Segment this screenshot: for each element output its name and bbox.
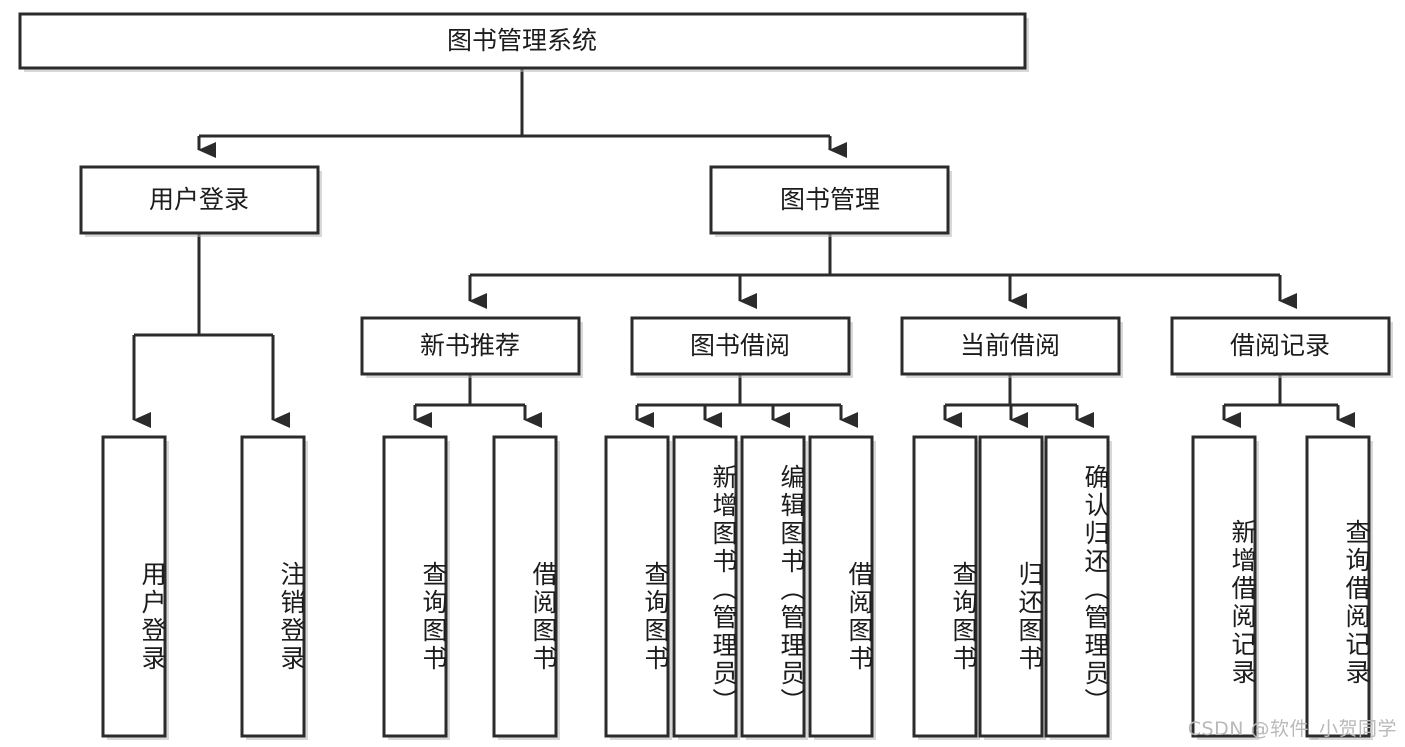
leaf-rect-nb-borrow[interactable]: [492, 435, 558, 738]
node-book-management-label: 图书管理: [780, 185, 880, 214]
node-book-borrow[interactable]: 图书借阅: [630, 316, 853, 378]
csdn-watermark: CSDN @软件_小贺同学: [1187, 718, 1397, 740]
connector-bookmanage-to-level3: [468, 233, 1297, 309]
node-new-book-recommend-label: 新书推荐: [420, 331, 520, 360]
leaf-rect-rec-add[interactable]: [1191, 435, 1257, 738]
leaf-rect-bb-add[interactable]: [672, 435, 738, 738]
connector-root-to-level2: [197, 68, 847, 158]
leaf-rect-cb-query[interactable]: [912, 435, 978, 738]
connector-bookborrow-to-leaves: [635, 374, 858, 428]
node-user-login-label: 用户登录: [149, 185, 249, 214]
node-borrow-record-label: 借阅记录: [1230, 331, 1330, 360]
connector-borrowrecord-to-leaves: [1222, 374, 1355, 428]
connector-newbook-to-leaves: [413, 374, 542, 428]
leaf-rect-nb-query[interactable]: [382, 435, 448, 738]
node-new-book-recommend[interactable]: 新书推荐: [360, 316, 583, 378]
leaf-rect-bb-query[interactable]: [604, 435, 670, 738]
node-root[interactable]: 图书管理系统: [18, 12, 1029, 72]
leaf-rect-cb-return[interactable]: [978, 435, 1044, 738]
leaf-rect-bb-borrow[interactable]: [808, 435, 874, 738]
leaf-rect-bb-edit[interactable]: [740, 435, 806, 738]
node-book-management[interactable]: 图书管理: [709, 165, 952, 237]
leaf-rect-cb-confirm[interactable]: [1044, 435, 1110, 738]
leaf-rect-user-login[interactable]: [101, 435, 167, 738]
connector-currentborrow-to-leaves: [943, 374, 1094, 428]
leaf-rect-rec-query[interactable]: [1305, 435, 1371, 738]
leaf-box-outlines: [101, 435, 1373, 740]
node-root-label: 图书管理系统: [447, 26, 597, 55]
leaf-rect-logout[interactable]: [240, 435, 306, 738]
node-borrow-record[interactable]: 借阅记录: [1170, 316, 1393, 378]
node-book-borrow-label: 图书借阅: [690, 331, 790, 360]
node-current-borrow[interactable]: 当前借阅: [900, 316, 1123, 378]
node-current-borrow-label: 当前借阅: [960, 331, 1060, 360]
node-user-login[interactable]: 用户登录: [79, 165, 322, 237]
connector-userlogin-to-leaves: [132, 233, 290, 428]
